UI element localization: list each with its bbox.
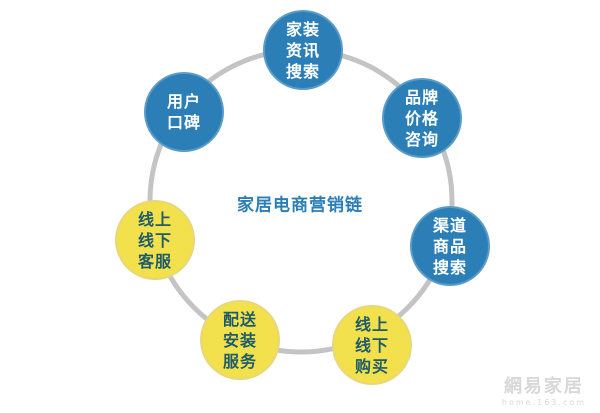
node-brand-price-consult: 品牌 价格 咨询 — [384, 80, 460, 156]
node-line: 配送 — [222, 309, 257, 329]
node-line: 咨询 — [404, 129, 439, 149]
node-line: 搜索 — [432, 257, 467, 277]
node-line: 购买 — [354, 356, 389, 376]
node-line: 线下 — [137, 230, 172, 250]
node-online-offline-purchase: 线上 线下 购买 — [334, 307, 410, 383]
node-line: 渠道 — [432, 215, 467, 235]
node-channel-product-search: 渠道 商品 搜索 — [412, 208, 488, 284]
node-line: 品牌 — [404, 87, 439, 107]
node-user-reputation: 用户 口碑 — [146, 74, 222, 150]
watermark-url: home.163.com — [501, 398, 586, 407]
diagram-title: 家居电商营销链 — [237, 195, 363, 216]
node-line: 口碑 — [166, 113, 201, 132]
watermark-brand: 網易家居 — [503, 376, 584, 397]
node-home-info-search: 家装 资讯 搜索 — [265, 12, 341, 88]
node-line: 资讯 — [285, 40, 320, 60]
watermark: 網易家居 home.163.com — [502, 372, 586, 407]
node-line: 线上 — [137, 209, 172, 229]
node-line: 客服 — [137, 251, 172, 271]
node-delivery-install-service: 配送 安装 服务 — [202, 302, 278, 378]
node-line: 搜索 — [285, 61, 320, 81]
node-line: 用户 — [166, 92, 201, 111]
node-online-offline-support: 线上 线下 客服 — [117, 202, 193, 278]
node-line: 家装 — [285, 19, 320, 39]
node-line: 线上 — [354, 314, 389, 334]
node-line: 价格 — [404, 108, 439, 128]
node-line: 服务 — [222, 351, 257, 371]
node-line: 安装 — [222, 330, 257, 350]
node-line: 线下 — [354, 335, 389, 355]
node-line: 商品 — [432, 236, 467, 256]
